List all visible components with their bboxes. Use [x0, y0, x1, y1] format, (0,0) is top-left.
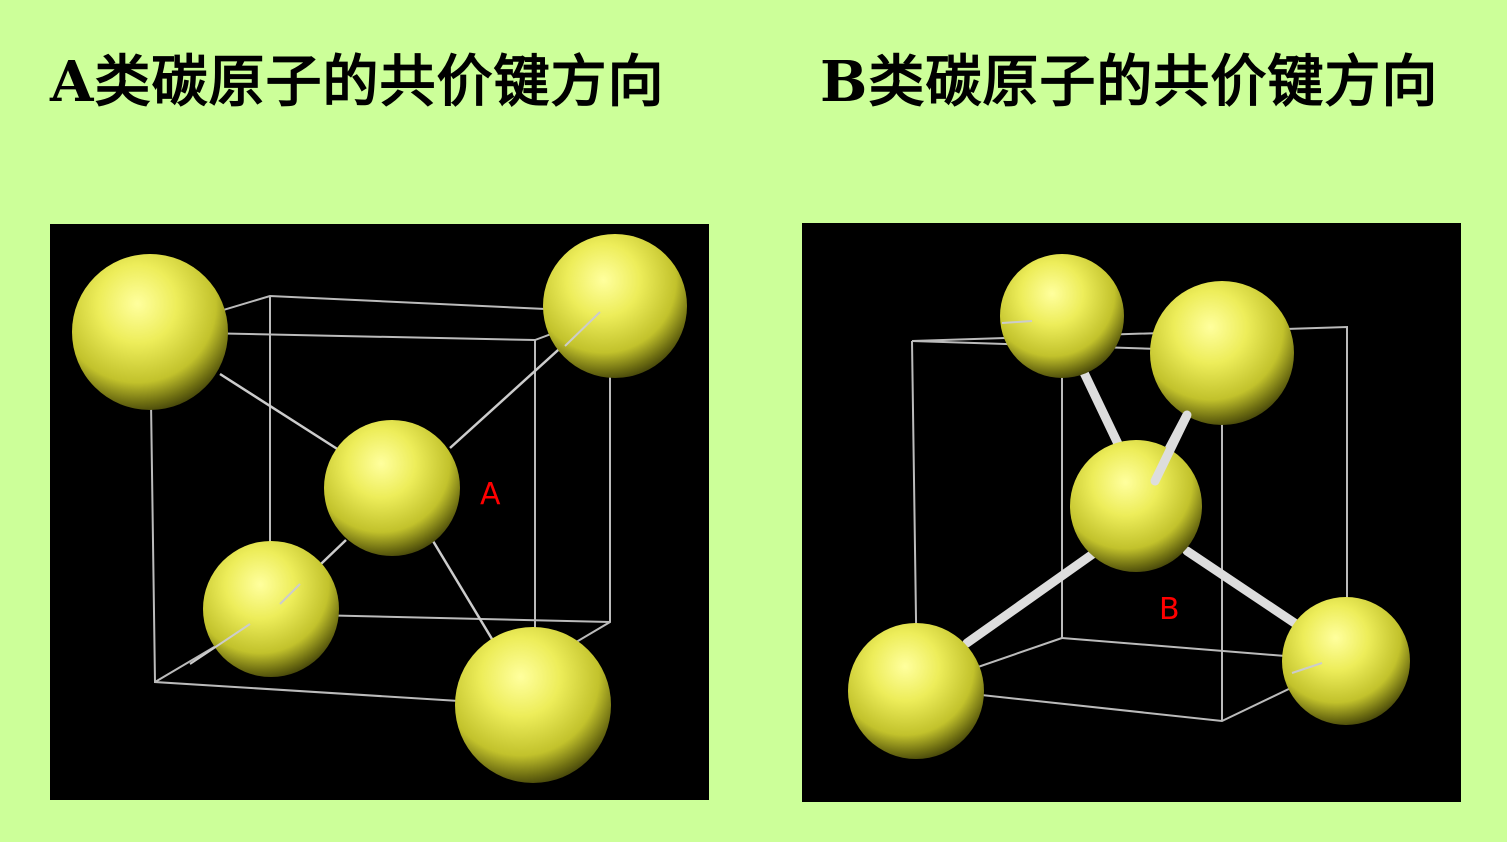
bond-line: [205, 412, 342, 452]
bond-line: [279, 583, 301, 605]
title-a: A类碳原子的共价键方向: [50, 49, 665, 115]
bond-rod: [1150, 410, 1192, 486]
bond-line: [189, 623, 251, 665]
diagram-a-svg: A: [72, 234, 687, 783]
atom-label-b: B: [1159, 592, 1180, 627]
bond-rod: [1182, 546, 1307, 633]
bond-rod: [962, 546, 1102, 648]
diagram-a: A: [50, 224, 709, 800]
carbon-atom: [455, 627, 611, 783]
bond-line: [219, 372, 343, 454]
carbon-atom: [203, 541, 339, 677]
central-carbon-atom-a: [324, 420, 460, 556]
carbon-atom: [1150, 281, 1294, 425]
carbon-atom: [848, 623, 984, 759]
carbon-atom: [1000, 254, 1124, 378]
diagram-b-svg: B: [848, 254, 1410, 759]
carbon-atom: [72, 254, 228, 410]
carbon-atom: [543, 234, 687, 378]
central-carbon-atom-b: [1070, 440, 1202, 572]
cube-edge: [1291, 662, 1323, 674]
carbon-atom: [1282, 597, 1410, 725]
bond-line: [564, 311, 601, 347]
atom-label-a: A: [480, 477, 501, 512]
diagram-b: B: [802, 223, 1461, 802]
title-b: B类碳原子的共价键方向: [820, 49, 1439, 115]
cube-edge: [1001, 320, 1033, 324]
bond-line: [428, 535, 497, 645]
